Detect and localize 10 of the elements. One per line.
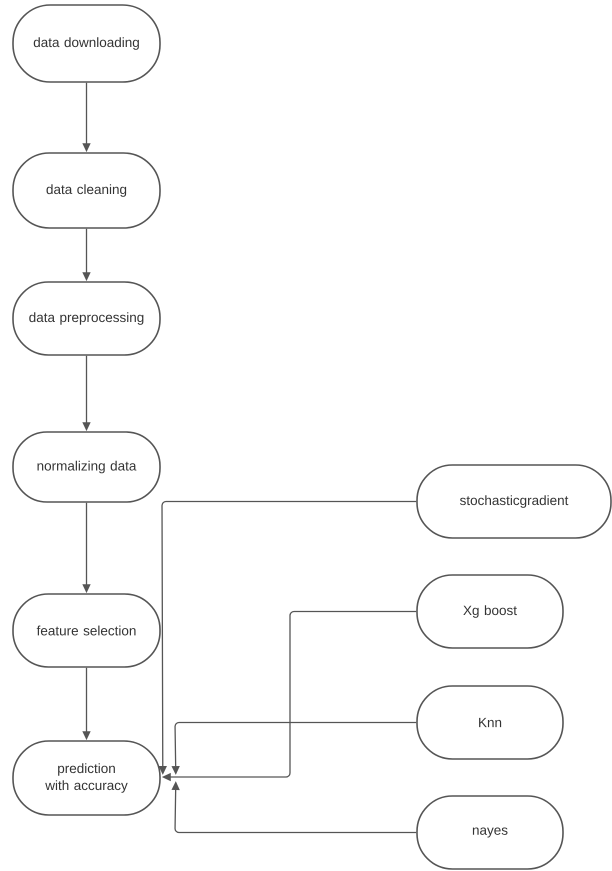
process-box: stochasticgradient (416, 464, 612, 539)
process-box: data downloading (12, 4, 161, 83)
process-box: Xg boost (416, 574, 564, 649)
process-box: data cleaning (12, 152, 161, 229)
process-box: feature selection (12, 593, 161, 668)
process-box: nayes (416, 795, 564, 870)
process-box: prediction with accuracy (12, 740, 161, 816)
process-box: Knn (416, 685, 564, 760)
process-box: data preprocessing (12, 281, 161, 356)
process-box: normalizing data (12, 431, 161, 503)
